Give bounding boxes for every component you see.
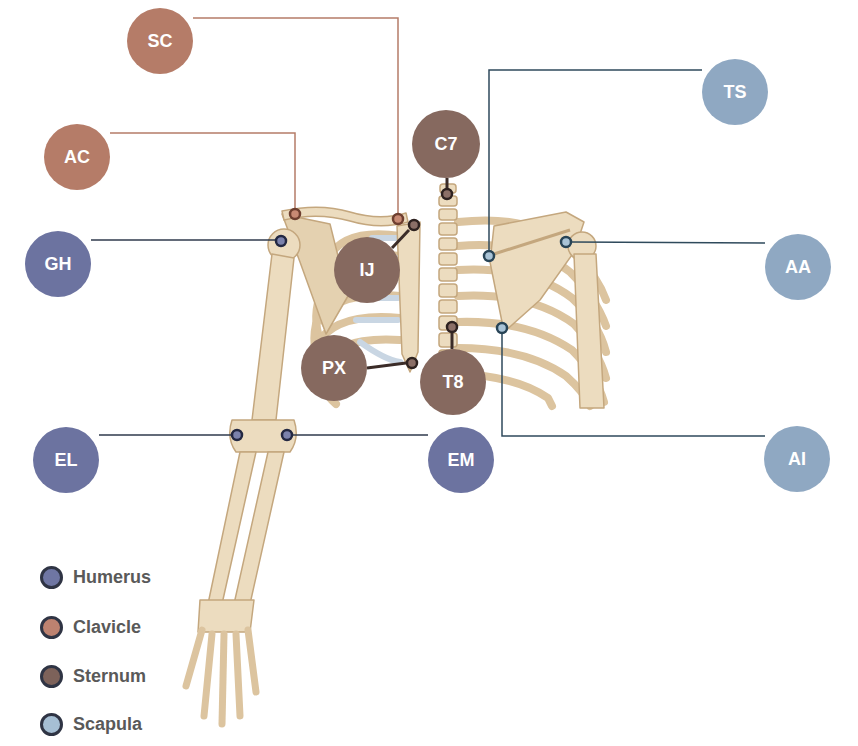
- landmark-label: TS: [723, 83, 746, 101]
- legend-entry: Scapula: [40, 713, 142, 736]
- legend-swatch: [40, 616, 63, 639]
- landmark-circle: PX: [301, 335, 367, 401]
- circle-fill: [428, 427, 494, 493]
- landmark-circle: AC: [44, 124, 110, 190]
- circle-fill: [412, 110, 480, 178]
- legend-entry: Humerus: [40, 566, 151, 589]
- legend-label: Clavicle: [73, 617, 141, 638]
- landmark-circle: SC: [127, 8, 193, 74]
- landmark-label: C7: [434, 135, 457, 153]
- circle-fill: [127, 8, 193, 74]
- landmark-circle: C7: [412, 110, 480, 178]
- landmark-label: EM: [448, 451, 475, 469]
- legend-label: Sternum: [73, 666, 146, 687]
- landmark-circle: T8: [420, 349, 486, 415]
- legend-label: Humerus: [73, 567, 151, 588]
- circle-fill: [702, 59, 768, 125]
- circle-fill: [420, 349, 486, 415]
- circle-fill: [301, 335, 367, 401]
- landmark-label: GH: [45, 255, 72, 273]
- landmark-circle: EL: [33, 427, 99, 493]
- landmark-label: EL: [54, 451, 77, 469]
- landmark-label: T8: [442, 373, 463, 391]
- landmark-label: AI: [788, 450, 806, 468]
- landmark-label: AA: [785, 258, 811, 276]
- legend-entry: Sternum: [40, 665, 146, 688]
- circle-fill: [33, 427, 99, 493]
- landmark-circle: IJ: [334, 237, 400, 303]
- landmark-circle: TS: [702, 59, 768, 125]
- landmark-label: PX: [322, 359, 346, 377]
- circle-fill: [44, 124, 110, 190]
- circle-fill: [764, 426, 830, 492]
- circle-fill: [25, 231, 91, 297]
- legend-swatch: [40, 665, 63, 688]
- circle-fill: [765, 234, 831, 300]
- circle-fill: [334, 237, 400, 303]
- landmark-label: AC: [64, 148, 90, 166]
- landmark-circle: GH: [25, 231, 91, 297]
- legend-label: Scapula: [73, 714, 142, 735]
- legend-swatch: [40, 713, 63, 736]
- landmark-label: IJ: [359, 261, 374, 279]
- landmark-circle: EM: [428, 427, 494, 493]
- legend-entry: Clavicle: [40, 616, 141, 639]
- landmark-circle: AI: [764, 426, 830, 492]
- legend-swatch: [40, 566, 63, 589]
- landmark-label: SC: [147, 32, 172, 50]
- landmark-circle: AA: [765, 234, 831, 300]
